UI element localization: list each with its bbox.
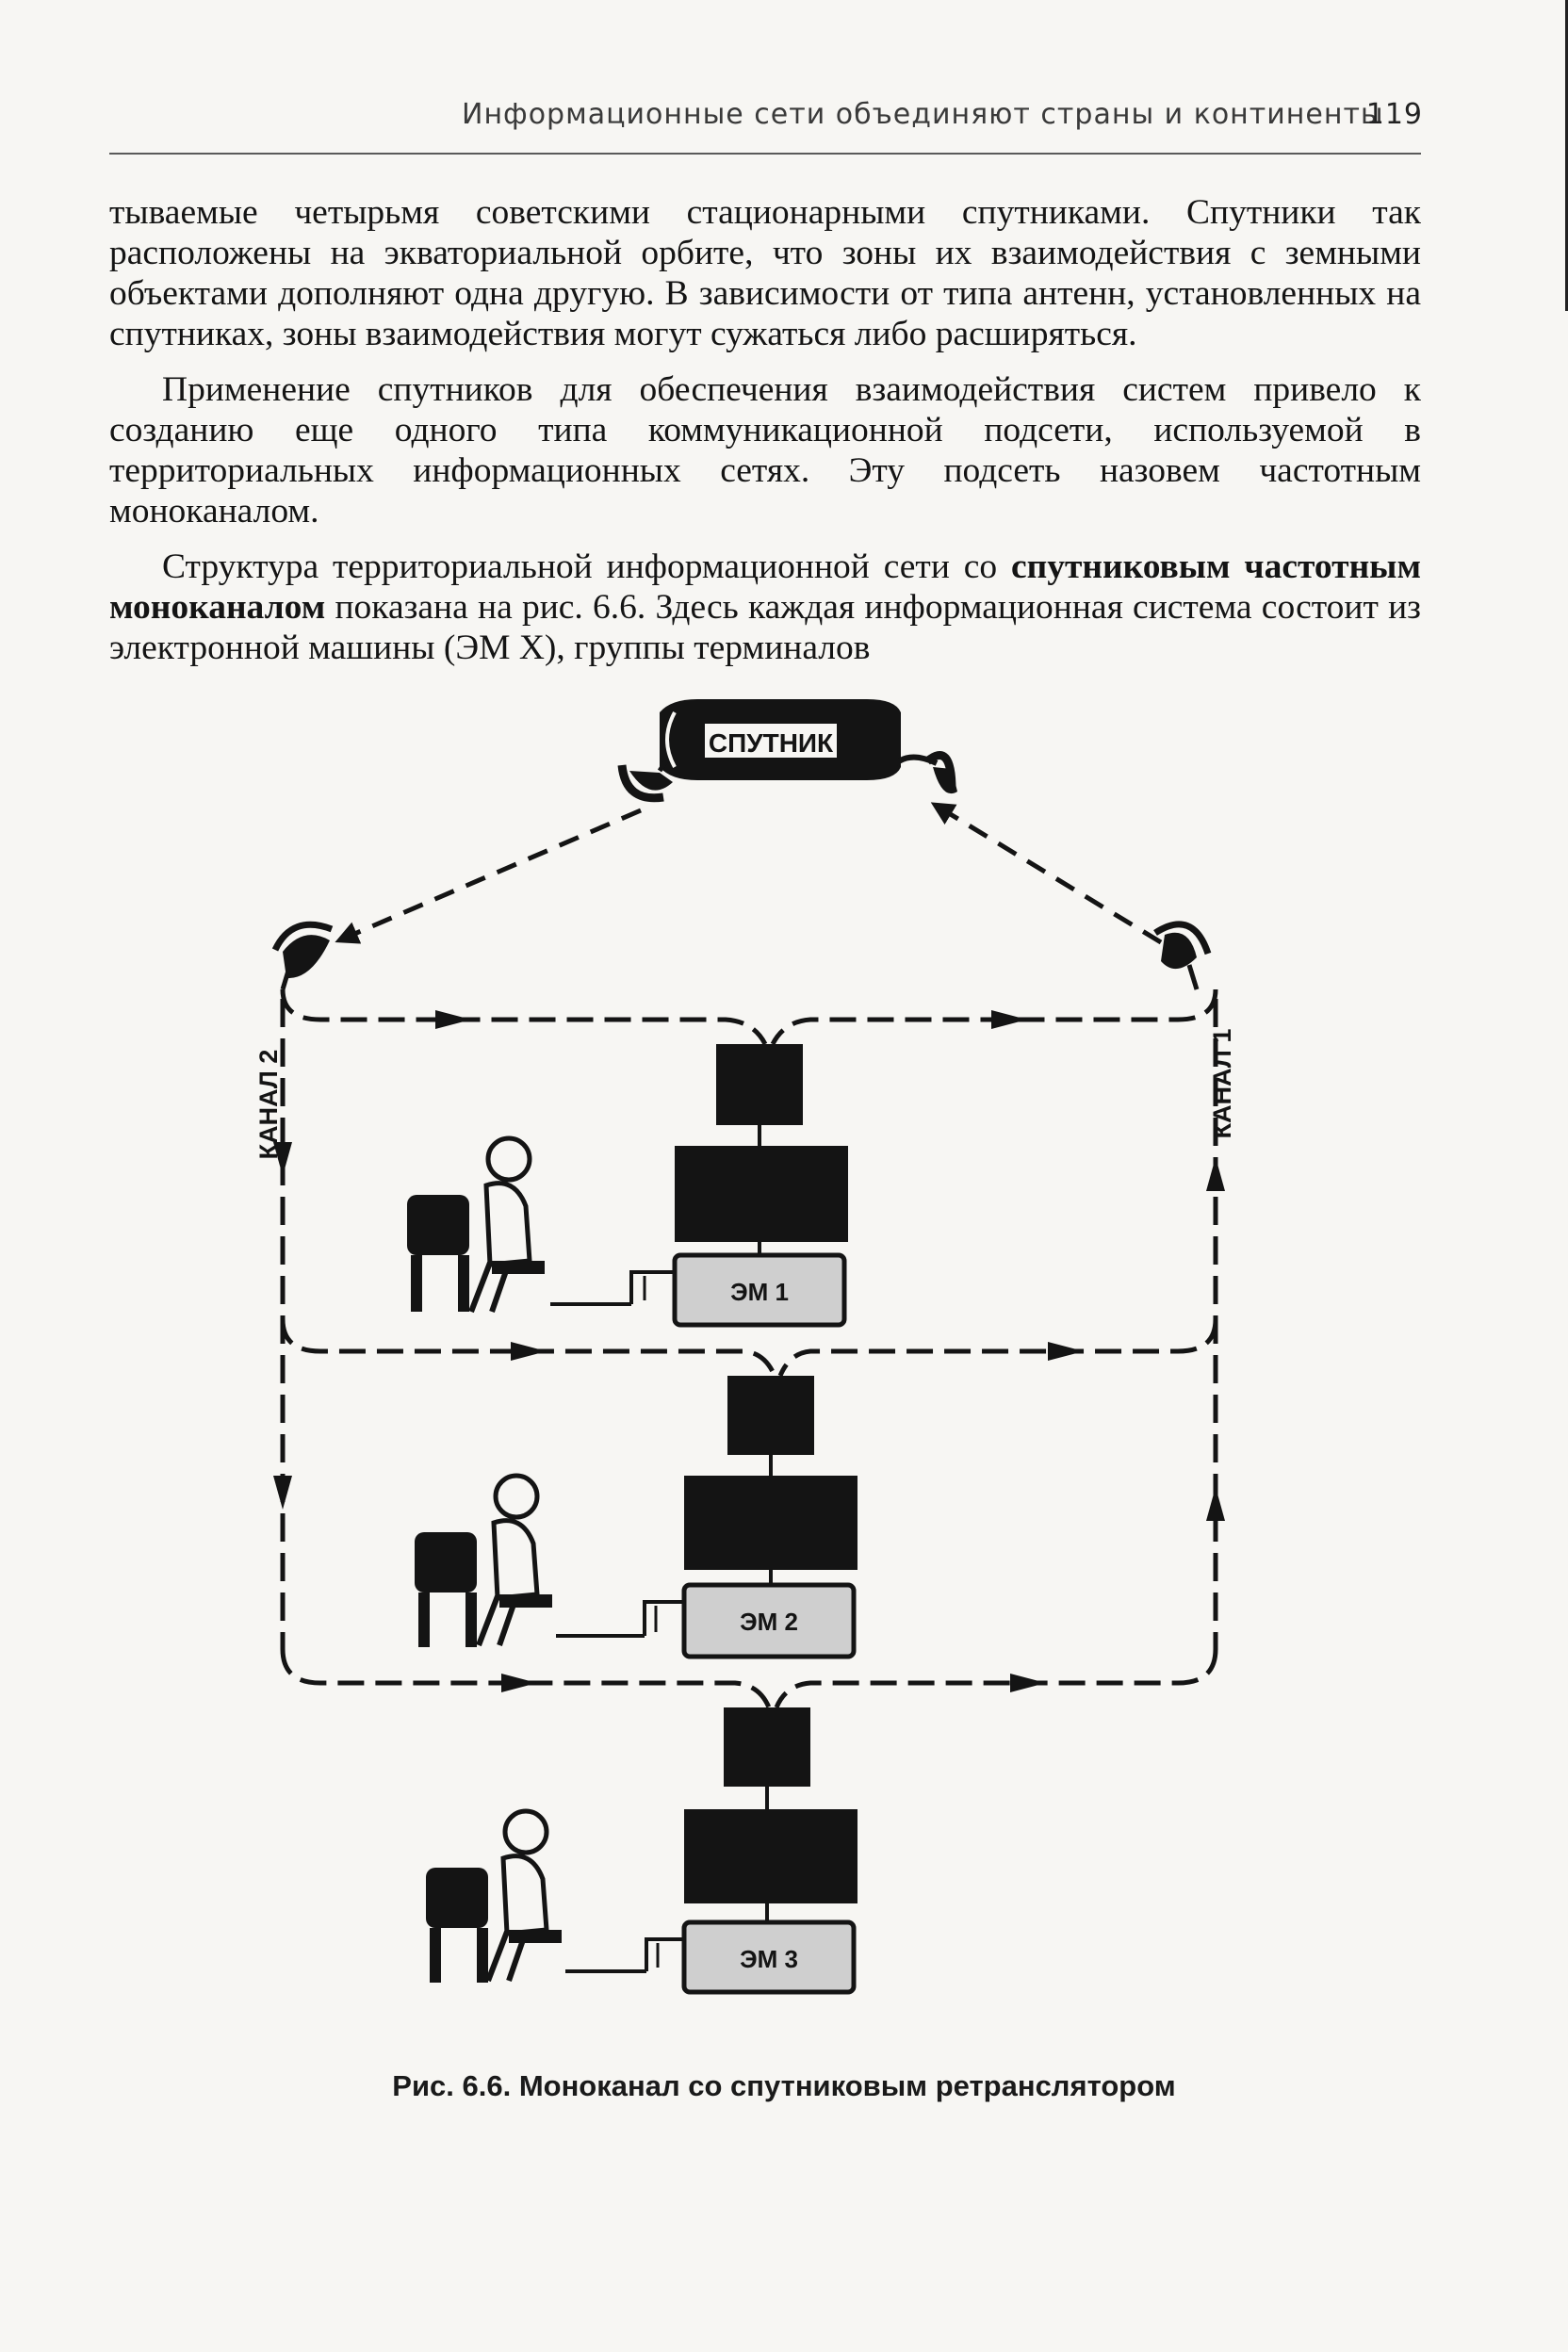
header-rule bbox=[109, 153, 1421, 155]
paragraph-2: Применение спутников для обеспечения вза… bbox=[109, 370, 1421, 531]
station-3-transceiver bbox=[724, 1707, 810, 1787]
satellite: СПУТНИК bbox=[660, 699, 901, 780]
station-1-machine bbox=[672, 1252, 847, 1328]
station-1-adapter bbox=[675, 1146, 848, 1242]
station-2-operator-terminal-icon bbox=[415, 1473, 552, 1647]
channel-row-1 bbox=[280, 988, 1218, 1046]
paragraph-3-lead: Структура территориальной информационной… bbox=[162, 547, 1011, 586]
channel-2-label: КАНАЛ 2 bbox=[254, 1050, 283, 1160]
uplink-right bbox=[930, 802, 1163, 945]
station-3-operator-terminal-icon bbox=[426, 1808, 562, 1983]
satellite-antenna-right-icon bbox=[887, 751, 957, 794]
station-1-machine-label: ЭМ 1 bbox=[730, 1278, 789, 1306]
station-2-machine-label: ЭМ 2 bbox=[740, 1608, 798, 1636]
station-3-machine-label: ЭМ 3 bbox=[740, 1945, 798, 1973]
channel-2-arrow-1 bbox=[273, 1142, 292, 1176]
running-title: Информационные сети объединяют страны и … bbox=[462, 98, 1384, 131]
station-1: ЭМ 1 bbox=[407, 1044, 848, 1328]
station-3: ЭМ 3 bbox=[426, 1707, 858, 1995]
paragraph-3-emphasis: спутниковым частотным моноканалом bbox=[109, 547, 1421, 627]
station-1-transceiver bbox=[716, 1044, 803, 1125]
page-edge-line bbox=[1565, 0, 1568, 311]
channel-row-2 bbox=[280, 1318, 1218, 1378]
satellite-antenna-left-icon bbox=[617, 758, 673, 803]
station-2-adapter bbox=[684, 1476, 858, 1570]
satellite-monochannel-diagram: СПУТНИК КАНАЛ 2 КАНАЛ 1 bbox=[254, 699, 1236, 1995]
channel-1-label: КАНАЛ 1 bbox=[1208, 1029, 1236, 1139]
ground-antenna-right-icon bbox=[1153, 921, 1212, 990]
page-number: 119 bbox=[1365, 98, 1423, 131]
station-2-transceiver bbox=[727, 1376, 814, 1455]
paragraph-3-rest: показана на рис. 6.6. Здесь каждая инфор… bbox=[109, 588, 1421, 667]
station-3-machine bbox=[681, 1919, 857, 1995]
channel-1-arrow-2 bbox=[1206, 1487, 1225, 1521]
channel-1-arrow-1 bbox=[1206, 1157, 1225, 1191]
station-2: ЭМ 2 bbox=[415, 1376, 858, 1659]
paragraph-1: тываемые четырьмя советскими стационарны… bbox=[109, 193, 1421, 353]
body-text: тываемые четырьмя советскими стационарны… bbox=[109, 192, 1421, 683]
figure-caption: Рис. 6.6. Моноканал со спутниковым ретра… bbox=[392, 2069, 1176, 2102]
channel-row-3 bbox=[280, 1648, 1218, 1709]
paragraph-3: Структура территориальной информационной… bbox=[109, 547, 1421, 668]
station-1-operator-terminal-icon bbox=[407, 1135, 545, 1314]
satellite-label: СПУТНИК bbox=[709, 728, 834, 758]
ground-antenna-left-icon bbox=[271, 921, 334, 990]
channel-2-arrow-2 bbox=[273, 1476, 292, 1510]
downlink-left bbox=[335, 808, 642, 944]
running-head: Информационные сети объединяют страны и … bbox=[462, 98, 1423, 145]
station-3-adapter bbox=[684, 1809, 858, 1903]
station-2-machine bbox=[681, 1582, 857, 1659]
